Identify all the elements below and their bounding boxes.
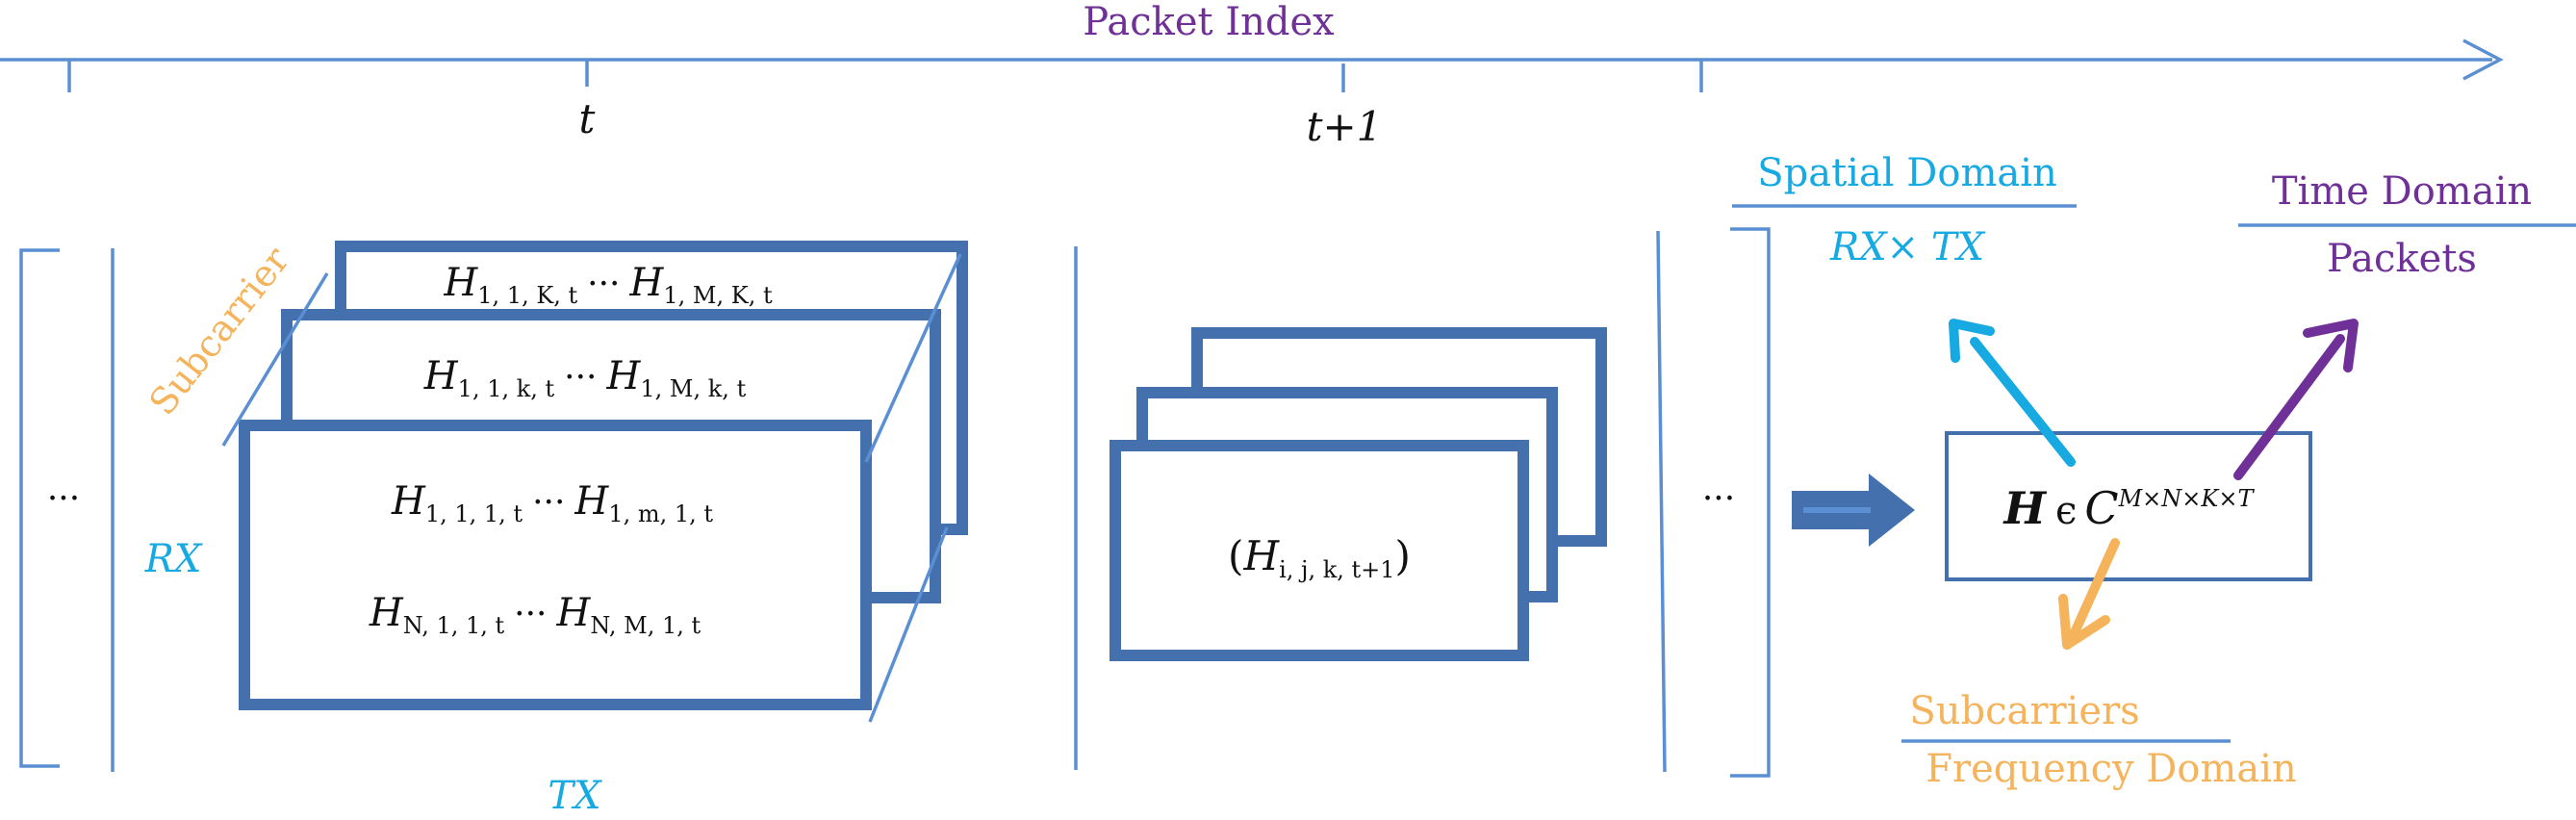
frame-middle-label: H1, 1, k, t···H1, M, k, t — [423, 354, 747, 402]
tick-label-t: t — [579, 95, 596, 142]
tick-label-t1: t+1 — [1307, 103, 1383, 150]
time-domain-label: Time Domain Packets — [2238, 169, 2576, 281]
spatial-domain-title: Spatial Domain — [1757, 151, 2057, 195]
frame-front — [1109, 440, 1529, 661]
frequency-domain-label: Subcarriers Frequency Domain — [1901, 689, 2297, 791]
rx-tx-label: RX× TX — [1829, 225, 1986, 269]
tensor-box-frame — [1945, 431, 2312, 581]
time-domain-title: Time Domain — [2272, 169, 2532, 214]
block-arrow-icon — [1792, 474, 1915, 547]
frequency-domain-title: Frequency Domain — [1926, 747, 2297, 791]
spatial-domain-label: Spatial Domain RX× TX — [1732, 151, 2077, 269]
frame-front-row2: HN, 1, 1, t···HN, M, 1, t — [369, 591, 701, 639]
packets-label: Packets — [2327, 237, 2477, 281]
stacked-frames-t: H1, 1, K, t···H1, M, K, t H1, 1, k, t···… — [140, 239, 968, 818]
subcarriers-label: Subcarriers — [1909, 689, 2139, 733]
stacked-frames-t1: (Hi, j, k, t+1) — [1109, 327, 1607, 661]
subcarrier-label: Subcarrier — [140, 239, 297, 423]
left-ellipsis: ··· — [47, 479, 80, 519]
frame-t1-label: (Hi, j, k, t+1) — [1228, 532, 1411, 583]
depth-line — [864, 253, 962, 463]
depth-line — [868, 526, 949, 723]
depth-line — [221, 272, 329, 447]
axis-arrowhead — [2462, 38, 2504, 81]
frequency-arrow-icon — [2058, 538, 2120, 650]
frame-front — [239, 420, 872, 710]
separator-line — [1656, 230, 1667, 773]
frame-back-label: H1, 1, K, t···H1, M, K, t — [443, 261, 773, 309]
tx-label: TX — [548, 774, 602, 818]
right-bracket — [1730, 227, 1771, 778]
packet-index-axis: Packet Index t t+1 — [0, 0, 2504, 150]
axis-title: Packet Index — [1083, 0, 1335, 44]
time-arrow-icon — [2233, 319, 2359, 480]
frame-front-row1: H1, 1, 1, t···H1, m, 1, t — [391, 479, 713, 527]
left-bracket — [19, 248, 60, 768]
spatial-arrow-icon — [1949, 319, 2076, 467]
rx-label: RX — [144, 537, 203, 581]
right-ellipsis: ··· — [1702, 479, 1735, 519]
